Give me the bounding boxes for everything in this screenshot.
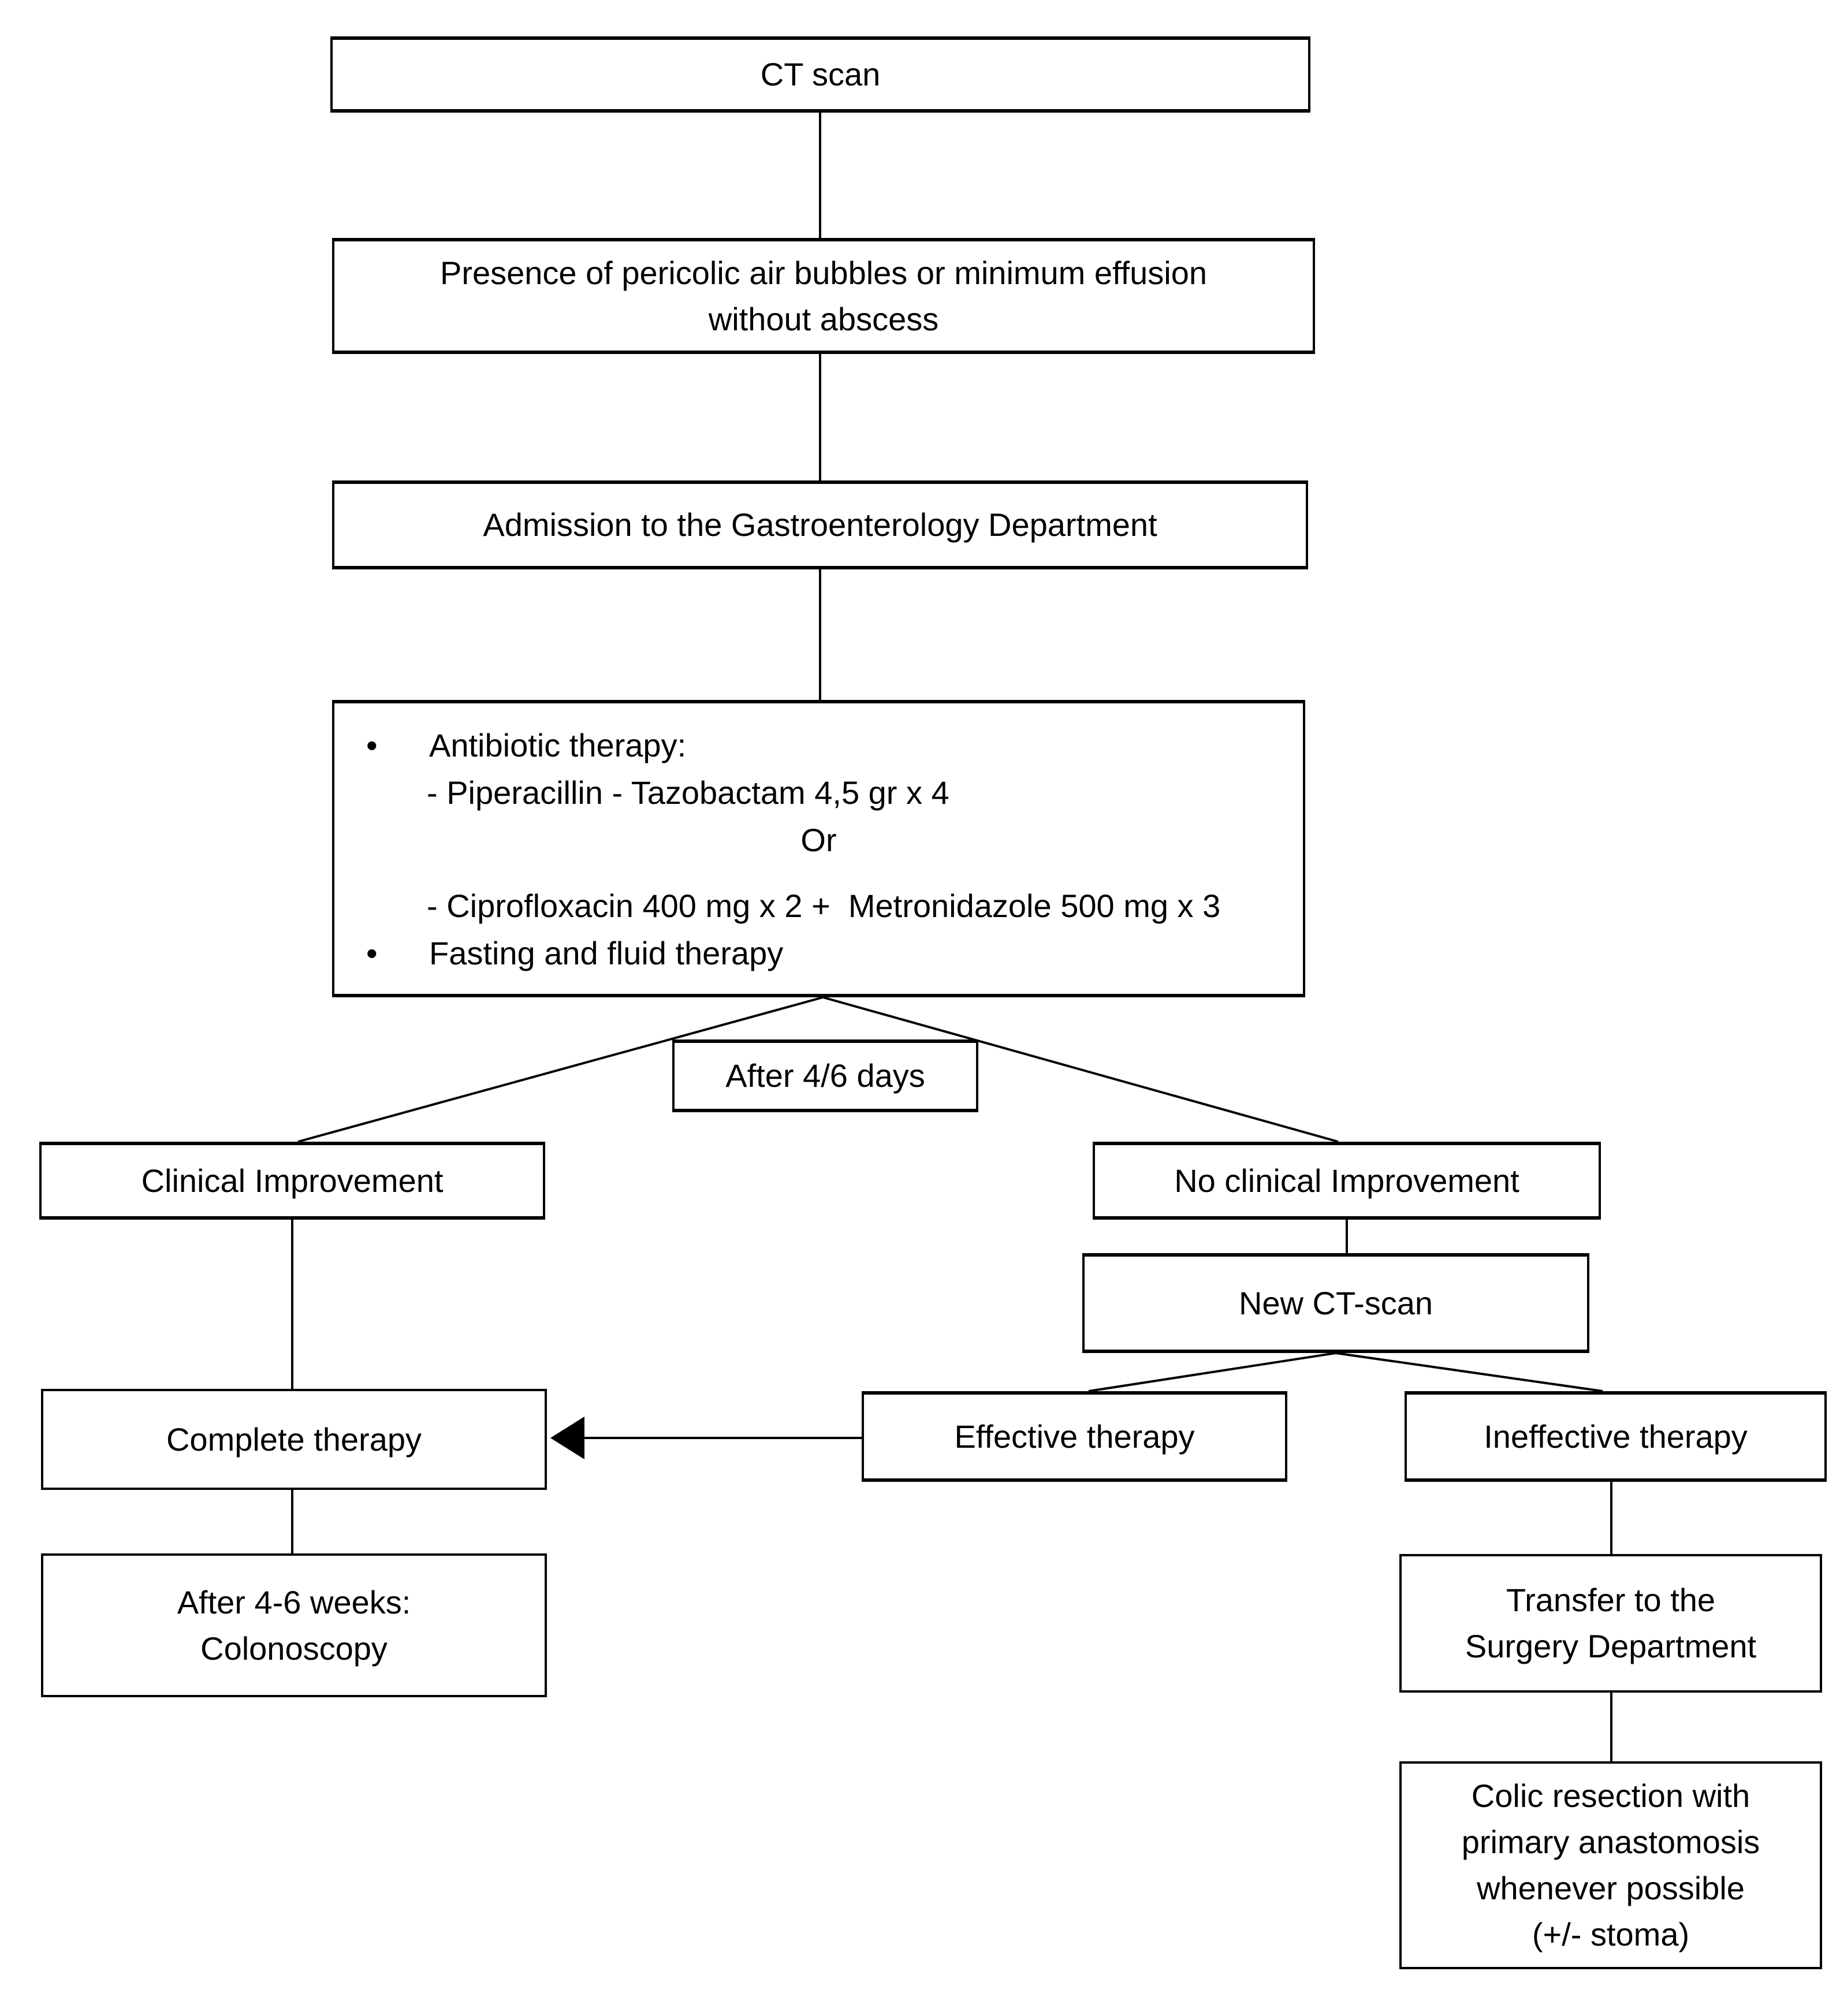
node-antibiotic-therapy: • Antibiotic therapy: - Piperacillin - Ta… [332,700,1305,997]
node-complete-therapy: Complete therapy [41,1389,547,1490]
connector-therapy-noclinical [822,996,1339,1143]
node-label-line1: Colic resection with [1471,1777,1750,1814]
therapy-bullet2-text: Fasting and fluid therapy [429,935,784,971]
therapy-option2: - Ciprofloxacin 400 mg x 2 + Metronidazo… [427,888,1221,924]
node-admission-gastroenterology: Admission to the Gastroenterology Depart… [332,480,1308,569]
therapy-bullet-fasting: • Fasting and fluid therapy [334,930,1303,977]
node-ineffective-therapy: Ineffective therapy [1405,1391,1827,1482]
connector-therapy-clinical [297,996,824,1143]
therapy-spacer [334,864,1303,882]
node-clinical-improvement: Clinical Improvement [39,1142,545,1220]
node-label: No clinical Improvement [1174,1162,1519,1199]
node-presence-pericolic-air: Presence of pericolic air bubbles or min… [332,238,1315,354]
node-label-line2: primary anastomosis [1461,1824,1760,1860]
therapy-bullet-antibiotic: • Antibiotic therapy: [334,722,1303,769]
node-label-line1: Transfer to the [1506,1582,1716,1618]
connector-newct-ineffective [1335,1352,1603,1392]
node-label: After 4/6 days [725,1057,925,1094]
node-label: Complete therapy [166,1421,422,1458]
arrowhead-complete-therapy [550,1417,584,1459]
therapy-option1: - Piperacillin - Tazobactam 4,5 gr x 4 [427,774,949,811]
node-label: Ineffective therapy [1484,1418,1748,1455]
node-label: CT scan [760,56,881,92]
node-ct-scan: CT scan [330,36,1310,113]
node-label: New CT-scan [1238,1284,1433,1321]
connector-newct-effective [1088,1352,1336,1392]
bullet-icon: • [366,727,378,763]
node-label-line1: Presence of pericolic air bubbles or min… [439,254,1208,291]
node-no-clinical-improvement: No clinical Improvement [1093,1142,1601,1220]
node-after-4-6-days: After 4/6 days [672,1039,978,1112]
node-colonoscopy: After 4-6 weeks: Colonoscopy [41,1553,547,1697]
node-colic-resection: Colic resection with primary anastomosis… [1399,1761,1822,1969]
bullet-icon: • [366,935,378,971]
therapy-bullet1-text: Antibiotic therapy: [429,727,687,763]
node-label-line2: Colonoscopy [200,1630,388,1667]
node-label-line2: without abscess [708,300,939,337]
node-label: Admission to the Gastroenterology Depart… [483,506,1157,543]
node-label-line4: (+/- stoma) [1532,1916,1690,1952]
node-label-line1: After 4-6 weeks: [177,1583,411,1620]
node-effective-therapy: Effective therapy [862,1391,1287,1482]
node-label: Effective therapy [954,1418,1195,1455]
node-label: Clinical Improvement [141,1162,444,1199]
node-new-ct-scan: New CT-scan [1082,1253,1589,1353]
node-label-line2: Surgery Department [1465,1628,1757,1664]
therapy-or: Or [800,822,837,858]
node-transfer-surgery: Transfer to the Surgery Department [1399,1554,1822,1693]
node-label-line3: whenever possible [1477,1870,1745,1906]
